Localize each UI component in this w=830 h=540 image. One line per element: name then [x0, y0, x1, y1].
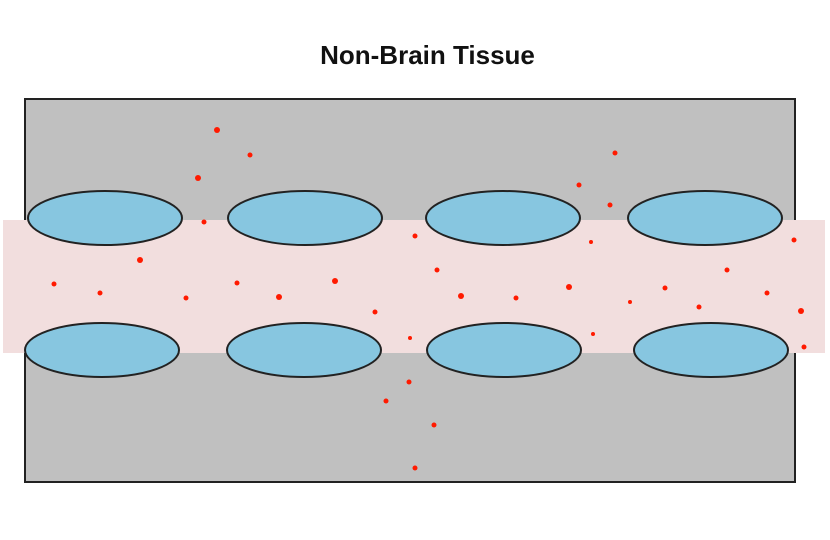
particle: [431, 422, 437, 428]
particle: [434, 267, 440, 273]
particle: [234, 280, 240, 286]
particle: [589, 240, 593, 244]
cell-top-1: [27, 190, 183, 246]
particle: [724, 267, 730, 273]
particle: [51, 281, 57, 287]
particle: [801, 344, 807, 350]
particle: [662, 285, 668, 291]
particle: [412, 465, 418, 471]
particle: [276, 294, 282, 300]
particle: [195, 175, 201, 181]
particle: [576, 182, 582, 188]
particle: [383, 398, 389, 404]
particle: [332, 278, 338, 284]
particle: [214, 127, 220, 133]
particle: [566, 284, 572, 290]
particle: [591, 332, 595, 336]
cell-bottom-3: [426, 322, 582, 378]
particle: [513, 295, 519, 301]
particle: [406, 379, 412, 385]
diagram-title: Non-Brain Tissue: [320, 40, 535, 70]
particle-group: [51, 127, 807, 471]
particle: [458, 293, 464, 299]
particle: [372, 309, 378, 315]
cell-top-4: [627, 190, 783, 246]
particle: [798, 308, 804, 314]
particle: [764, 290, 770, 296]
particle: [97, 290, 103, 296]
particle: [408, 336, 412, 340]
particle: [607, 202, 613, 208]
particle: [183, 295, 189, 301]
cell-bottom-4: [633, 322, 789, 378]
particle: [696, 304, 702, 310]
cell-top-2: [227, 190, 383, 246]
cell-bottom-1: [24, 322, 180, 378]
particle: [247, 152, 253, 158]
particle: [412, 233, 418, 239]
particle: [137, 257, 143, 263]
particle: [201, 219, 207, 225]
particle: [628, 300, 632, 304]
cell-bottom-2: [226, 322, 382, 378]
particle: [612, 150, 618, 156]
cell-top-3: [425, 190, 581, 246]
particle: [791, 237, 797, 243]
